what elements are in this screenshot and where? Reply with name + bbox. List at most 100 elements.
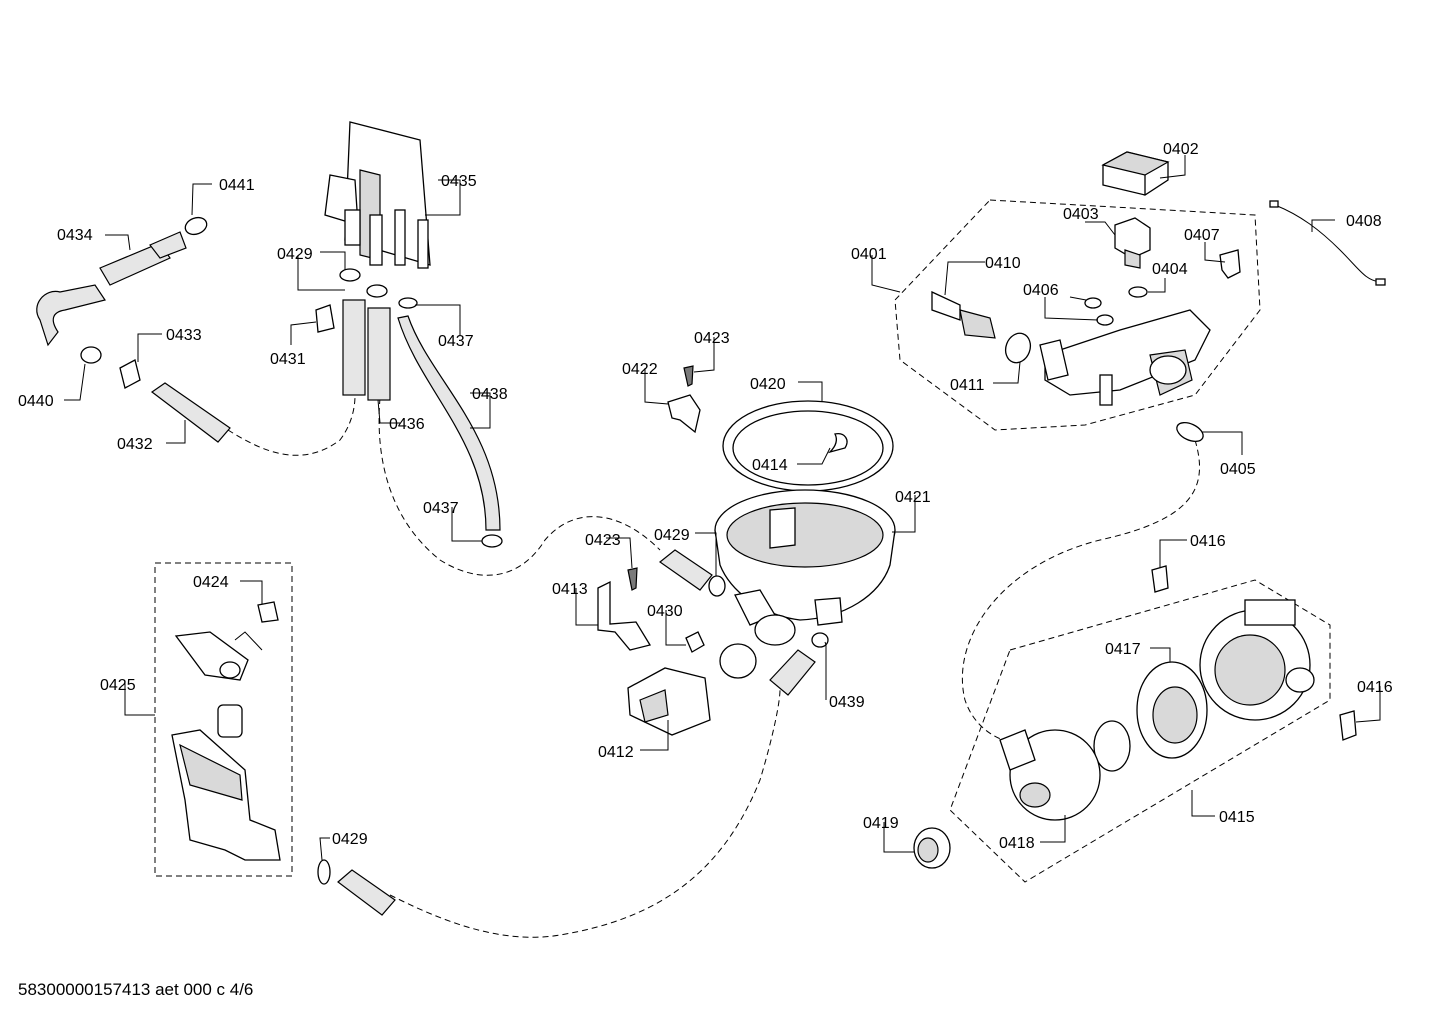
group-0415-outline: [949, 579, 1331, 883]
part-manifold: [1039, 309, 1211, 406]
part-0415: [1199, 599, 1315, 721]
part-0436b: [367, 307, 391, 401]
label-0423-b: 0423: [585, 532, 621, 549]
label-0430: 0430: [647, 603, 683, 620]
part-0420: [722, 400, 894, 492]
part-0440: [80, 346, 102, 364]
part-0419: [913, 827, 951, 869]
label-0403: 0403: [1063, 206, 1099, 223]
part-0441: [184, 216, 208, 236]
label-0404: 0404: [1152, 261, 1188, 278]
label-0440: 0440: [18, 393, 54, 410]
label-0417: 0417: [1105, 641, 1141, 658]
connection-line-a: [227, 394, 356, 456]
label-0436: 0436: [389, 416, 425, 433]
label-0419: 0419: [863, 815, 899, 832]
label-0410: 0410: [985, 255, 1021, 272]
label-0421: 0421: [895, 489, 931, 506]
part-0435: [324, 121, 431, 269]
part-0424-hook: [234, 631, 263, 651]
label-0413: 0413: [552, 581, 588, 598]
part-impeller: [1093, 720, 1131, 772]
part-0433: [119, 359, 141, 389]
label-0441: 0441: [219, 177, 255, 194]
document-code: 58300000157413 aet 000 c 4/6: [18, 980, 254, 999]
part-0436a: [342, 299, 366, 396]
label-0432: 0432: [117, 436, 153, 453]
label-0433: 0433: [166, 327, 202, 344]
label-0435: 0435: [441, 173, 477, 190]
part-0416a: [1151, 565, 1169, 593]
part-0431: [315, 304, 335, 333]
part-0432: [150, 382, 231, 443]
part-0402: [1101, 151, 1170, 196]
part-0417: [1136, 661, 1208, 759]
part-0421: [714, 489, 896, 646]
part-0412: [627, 667, 711, 736]
part-0404: [1128, 286, 1148, 298]
part-0439-ring: [811, 632, 829, 648]
part-0423-top: [683, 365, 694, 387]
part-0411: [1004, 332, 1032, 364]
label-0401: 0401: [851, 246, 887, 263]
part-labels: 0402 0403 0407 0408 0401 0410 0404 0406 …: [18, 141, 1393, 852]
part-0403: [1114, 217, 1151, 269]
connection-line-b: [378, 397, 661, 576]
label-0408: 0408: [1346, 213, 1382, 230]
part-0407: [1219, 249, 1241, 279]
label-0422: 0422: [622, 361, 658, 378]
part-0406b: [1096, 314, 1114, 326]
part-0422: [667, 394, 701, 434]
label-0437-b: 0437: [423, 500, 459, 517]
label-0429-c: 0429: [332, 831, 368, 848]
part-0410: [931, 290, 996, 339]
part-0406a: [1084, 297, 1102, 309]
label-0407: 0407: [1184, 227, 1220, 244]
label-0405: 0405: [1220, 461, 1256, 478]
part-0430c: [685, 631, 705, 653]
label-0434: 0434: [57, 227, 93, 244]
part-0430b: [719, 643, 757, 679]
label-0437-a: 0437: [438, 333, 474, 350]
label-0416-b: 0416: [1357, 679, 1393, 696]
part-0413: [597, 580, 652, 651]
label-0412: 0412: [598, 744, 634, 761]
part-0424: [257, 601, 279, 623]
label-0425: 0425: [100, 677, 136, 694]
leader-lines: [64, 155, 1381, 861]
label-0423-a: 0423: [694, 330, 730, 347]
label-0429-a: 0429: [277, 246, 313, 263]
part-0429-mid: [658, 549, 713, 591]
label-0414: 0414: [752, 457, 788, 474]
part-0429-bottom-hose: [337, 869, 396, 916]
part-0438: [397, 315, 501, 531]
part-0418: [999, 729, 1101, 821]
part-0416b: [1339, 710, 1357, 741]
connection-line-c: [961, 439, 1200, 743]
label-0406: 0406: [1023, 282, 1059, 299]
label-0411: 0411: [950, 377, 985, 394]
label-0402: 0402: [1163, 141, 1199, 158]
label-0429-b: 0429: [654, 527, 690, 544]
label-0415: 0415: [1219, 809, 1255, 826]
part-0434: [36, 231, 187, 347]
label-0416-a: 0416: [1190, 533, 1226, 550]
part-0437-bottom: [481, 534, 503, 548]
part-0423-mid: [627, 567, 638, 591]
part-0429-top: [339, 268, 361, 282]
group-0401-outline: [894, 199, 1261, 431]
part-0429-bottom-ring: [317, 859, 331, 885]
part-0429-top-b: [366, 284, 388, 298]
part-0408: [1269, 200, 1386, 286]
part-0430a: [708, 575, 726, 597]
label-0424: 0424: [193, 574, 229, 591]
group-0425-outline: [154, 562, 293, 877]
label-0418: 0418: [999, 835, 1035, 852]
part-0425: [171, 631, 281, 861]
label-0439: 0439: [829, 694, 865, 711]
label-0438: 0438: [472, 386, 508, 403]
part-0437-top: [398, 297, 418, 309]
part-0439-hose: [769, 649, 816, 696]
connection-line-d: [389, 689, 781, 938]
